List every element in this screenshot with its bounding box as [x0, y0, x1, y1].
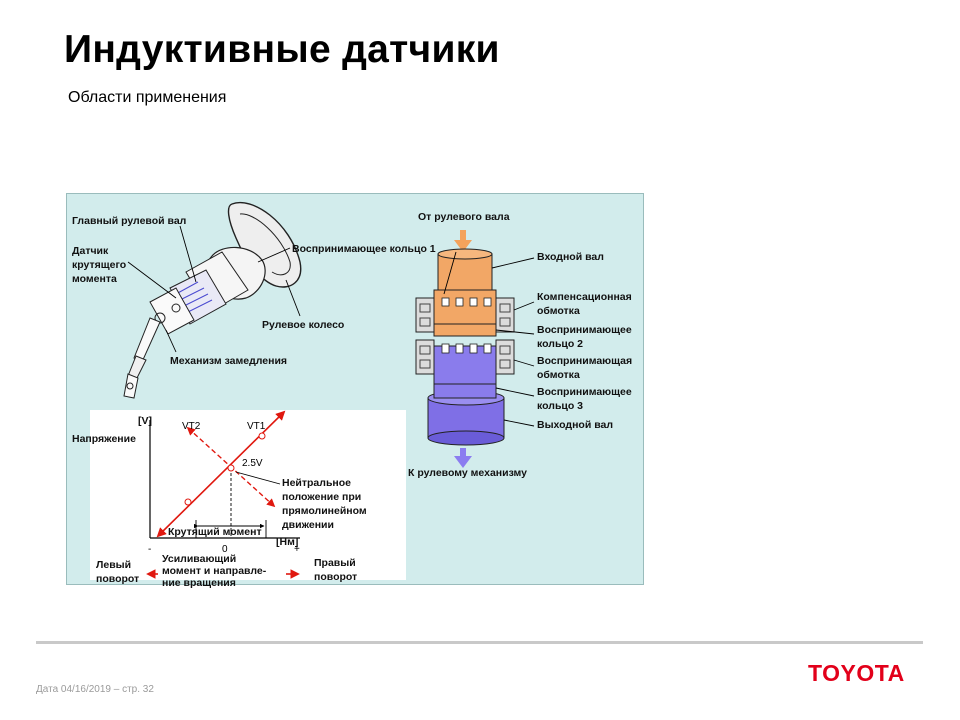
slide-subtitle: Области применения: [68, 89, 227, 106]
label-from-shaft: От рулевого вала: [418, 211, 510, 223]
toyota-logo: TOYOTA: [808, 660, 905, 686]
label-input-shaft: Входной вал: [537, 251, 604, 263]
slide-title: Индуктивные датчики: [64, 28, 500, 71]
graph-voltage-mid: 2.5V: [242, 458, 263, 469]
label-sensing-ring-2-1: Воспринимающее: [537, 324, 632, 336]
graph-tick-minus: -: [148, 544, 151, 555]
graph-neutral-1: Нейтральное: [282, 477, 351, 489]
label-main-shaft: Главный рулевой вал: [72, 215, 186, 227]
label-sensing-ring-1: Воспринимающее кольцо 1: [292, 243, 436, 255]
label-sensing-ring-3-2: кольцо 3: [537, 400, 583, 412]
label-sensing-coil-2: обмотка: [537, 369, 580, 381]
graph-assist-1: Усиливающий: [162, 553, 236, 565]
label-sensing-ring-3-1: Воспринимающее: [537, 386, 632, 398]
label-sensing-ring-2-2: кольцо 2: [537, 338, 583, 350]
graph-right-turn-1: Правый: [314, 557, 356, 569]
label-torque-sensor-1: Датчик: [72, 245, 109, 257]
graph-left-turn-1: Левый: [96, 559, 131, 571]
label-output-shaft: Выходной вал: [537, 419, 613, 431]
torque-sensor-illustration: [415, 230, 535, 468]
label-compensation-coil-1: Компенсационная: [537, 291, 632, 303]
graph-x-unit: [Нм]: [276, 536, 298, 548]
label-sensing-coil-1: Воспринимающая: [537, 355, 632, 367]
graph-vt1-label: VT1: [247, 421, 266, 432]
label-steering-wheel: Рулевое колесо: [262, 319, 344, 331]
label-reduction-gear: Механизм замедления: [170, 355, 287, 367]
graph-right-turn-2: поворот: [314, 571, 357, 583]
graph-torque-label: Крутящий момент: [168, 526, 262, 538]
graph-assist-3: ние вращения: [162, 577, 236, 589]
graph-neutral-3: прямолинейном: [282, 505, 367, 517]
footer-divider: [36, 641, 923, 644]
label-torque-sensor-3: момента: [72, 273, 117, 285]
graph-tick-zero: 0: [222, 544, 228, 555]
footer-date-page: Дата 04/16/2019 – стр. 32: [36, 684, 154, 695]
voltage-graph: [90, 410, 406, 580]
graph-y-unit: [V]: [138, 415, 152, 427]
label-compensation-coil-2: обмотка: [537, 305, 580, 317]
label-to-mechanism: К рулевому механизму: [408, 467, 527, 479]
graph-assist-2: момент и направле-: [162, 565, 267, 577]
graph-tick-plus: +: [294, 544, 300, 555]
graph-neutral-4: движении: [282, 519, 334, 531]
label-torque-sensor-2: крутящего: [72, 259, 126, 271]
graph-vt2-label: VT2: [182, 421, 201, 432]
steering-column-illustration: [123, 201, 302, 399]
graph-neutral-2: положение при: [282, 491, 361, 503]
graph-left-turn-2: поворот: [96, 573, 139, 585]
graph-y-label: Напряжение: [72, 433, 136, 445]
